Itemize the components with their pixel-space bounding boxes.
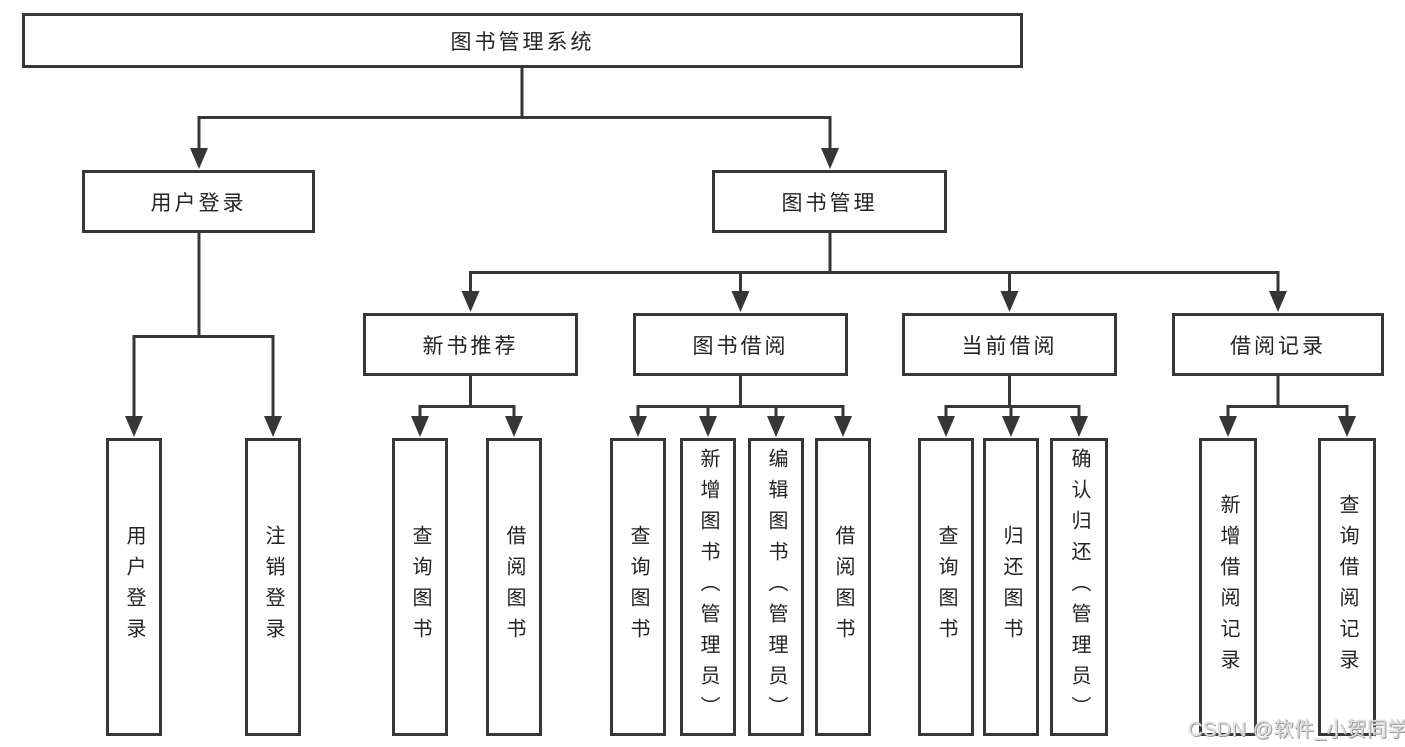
csdn-watermark: CSDN @软件_小贺同学 [1188,719,1405,741]
node-user-login: 用户登录 [82,170,315,233]
leaf-records-query-record: 查询借阅记录 [1318,438,1376,736]
leaf-current-return-books: 归还图书 [983,438,1039,736]
leaf-current-confirm-return-admin: 确认归还（管理员） [1050,438,1108,736]
leaf-borrow-borrow-books: 借阅图书 [815,438,871,736]
leaf-current-query-books: 查询图书 [918,438,974,736]
leaf-records-add-record: 新增借阅记录 [1199,438,1257,736]
node-borrow-records: 借阅记录 [1172,313,1384,376]
leaf-recommend-query-books: 查询图书 [392,438,448,736]
leaf-logout: 注销登录 [245,438,301,736]
node-current-borrow: 当前借阅 [902,313,1117,376]
leaf-borrow-add-books-admin: 新增图书（管理员） [680,438,736,736]
leaf-user-login: 用户登录 [106,438,162,736]
node-book-management: 图书管理 [712,170,947,233]
node-new-book-recommend: 新书推荐 [363,313,578,376]
node-root-library-system: 图书管理系统 [22,13,1023,68]
leaf-borrow-edit-books-admin: 编辑图书（管理员） [748,438,804,736]
leaf-borrow-query-books: 查询图书 [610,438,666,736]
leaf-recommend-borrow-books: 借阅图书 [486,438,542,736]
node-book-borrow: 图书借阅 [633,313,848,376]
arrow-heads [125,148,1356,437]
